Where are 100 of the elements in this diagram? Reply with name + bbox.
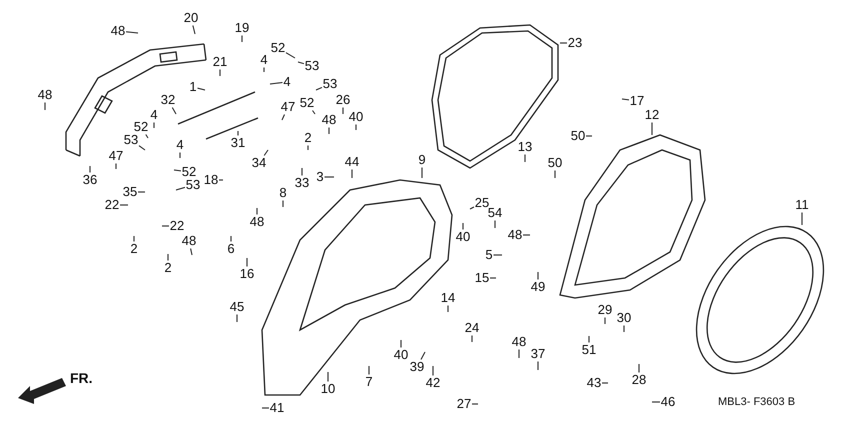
callout-number: 48	[110, 24, 126, 38]
callout-number: 24	[464, 321, 480, 335]
leader-line	[368, 366, 370, 375]
leader-line	[197, 88, 206, 90]
callout-number: 2	[164, 261, 172, 275]
callout-number: 4	[176, 138, 184, 152]
leader-line	[518, 349, 520, 358]
callout-number: 18	[204, 173, 218, 187]
callout-number: 4	[283, 75, 291, 89]
callout-number: 25	[474, 196, 490, 210]
callout-number: 4	[150, 108, 158, 122]
callout-number: 11	[795, 198, 809, 212]
callout-number: 41	[270, 401, 284, 415]
callout-number: 37	[530, 347, 546, 361]
leader-line	[190, 248, 192, 256]
callout-number: 53	[124, 133, 138, 147]
leader-line	[138, 145, 146, 150]
callout-number: 43	[586, 376, 602, 390]
leader-line	[324, 176, 334, 178]
callout-number: 45	[230, 300, 244, 314]
callout-number: 51	[582, 343, 596, 357]
leader-line	[270, 82, 283, 84]
leader-line	[316, 86, 322, 90]
leader-line	[462, 222, 464, 230]
leader-line	[282, 114, 285, 120]
leader-line	[524, 154, 526, 162]
callout-number: 22	[104, 198, 120, 212]
callout-number: 40	[394, 348, 408, 362]
callout-number: 26	[336, 93, 350, 107]
callout-number: 27	[456, 397, 472, 411]
direction-label: FR.	[70, 370, 93, 386]
leader-line	[420, 352, 426, 360]
leader-line	[312, 110, 316, 114]
callout-number: 54	[488, 206, 502, 220]
callout-number: 53	[186, 178, 200, 192]
leader-line	[342, 107, 344, 114]
callout-number: 47	[108, 149, 124, 163]
callout-number: 48	[512, 335, 526, 349]
callout-number: 52	[134, 120, 148, 134]
leader-line	[286, 52, 296, 58]
callout-number: 20	[184, 11, 198, 25]
callout-number: 53	[304, 59, 320, 73]
callout-number: 13	[518, 140, 532, 154]
leader-line	[400, 340, 402, 348]
leader-line	[120, 204, 128, 206]
leader-line	[432, 366, 434, 376]
callout-number: 12	[644, 108, 660, 122]
callout-number: 29	[598, 303, 612, 317]
leader-line	[236, 314, 238, 322]
callout-number: 21	[212, 55, 228, 69]
callout-number: 1	[189, 80, 197, 94]
callout-number: 16	[240, 267, 254, 281]
leader-line	[560, 42, 568, 44]
leader-line	[246, 258, 248, 267]
callout-number: 31	[230, 136, 246, 150]
callout-number: 35	[122, 185, 138, 199]
callout-number: 48	[182, 234, 196, 248]
callout-number: 49	[530, 280, 546, 294]
callout-number: 22	[170, 219, 184, 233]
callout-number: 2	[130, 242, 138, 256]
callout-number: 15	[474, 271, 490, 285]
callout-number: 9	[418, 153, 426, 167]
leader-line	[328, 127, 330, 134]
callout-number: 7	[365, 375, 373, 389]
callout-number: 3	[316, 170, 324, 184]
leader-line	[282, 200, 284, 208]
leader-line	[192, 25, 196, 34]
leader-line	[493, 254, 502, 256]
callout-number: 19	[234, 21, 250, 35]
callout-number: 48	[508, 228, 522, 242]
callout-number: 10	[320, 382, 336, 396]
callout-number: 52	[300, 96, 314, 110]
callout-number: 8	[279, 186, 287, 200]
callout-number: 48	[322, 113, 336, 127]
callout-number: 14	[440, 291, 456, 305]
leader-line	[604, 317, 606, 324]
leader-line	[174, 170, 182, 172]
callout-number: 50	[548, 156, 562, 170]
leader-line	[172, 107, 176, 114]
leader-line	[256, 208, 258, 215]
callout-number: 34	[252, 156, 266, 170]
callout-number: 33	[294, 176, 310, 190]
callout-number: 48	[250, 215, 264, 229]
leader-line	[622, 98, 630, 100]
callout-number: 6	[227, 242, 235, 256]
leader-line	[602, 382, 608, 384]
leader-line	[470, 206, 474, 210]
callout-number: 50	[570, 129, 586, 143]
callout-number: 52	[270, 41, 286, 55]
callout-number: 53	[322, 77, 338, 91]
callout-number: 47	[280, 100, 296, 114]
leader-line	[588, 336, 590, 343]
diagram-code: MBL3- F3603 B	[718, 396, 796, 408]
callout-number: 4	[260, 53, 268, 67]
leader-line	[494, 220, 496, 228]
callout-number: 46	[660, 395, 676, 409]
leader-line	[298, 62, 304, 64]
callout-number: 44	[344, 155, 360, 169]
leader-line	[522, 234, 530, 236]
callout-number: 32	[160, 93, 176, 107]
